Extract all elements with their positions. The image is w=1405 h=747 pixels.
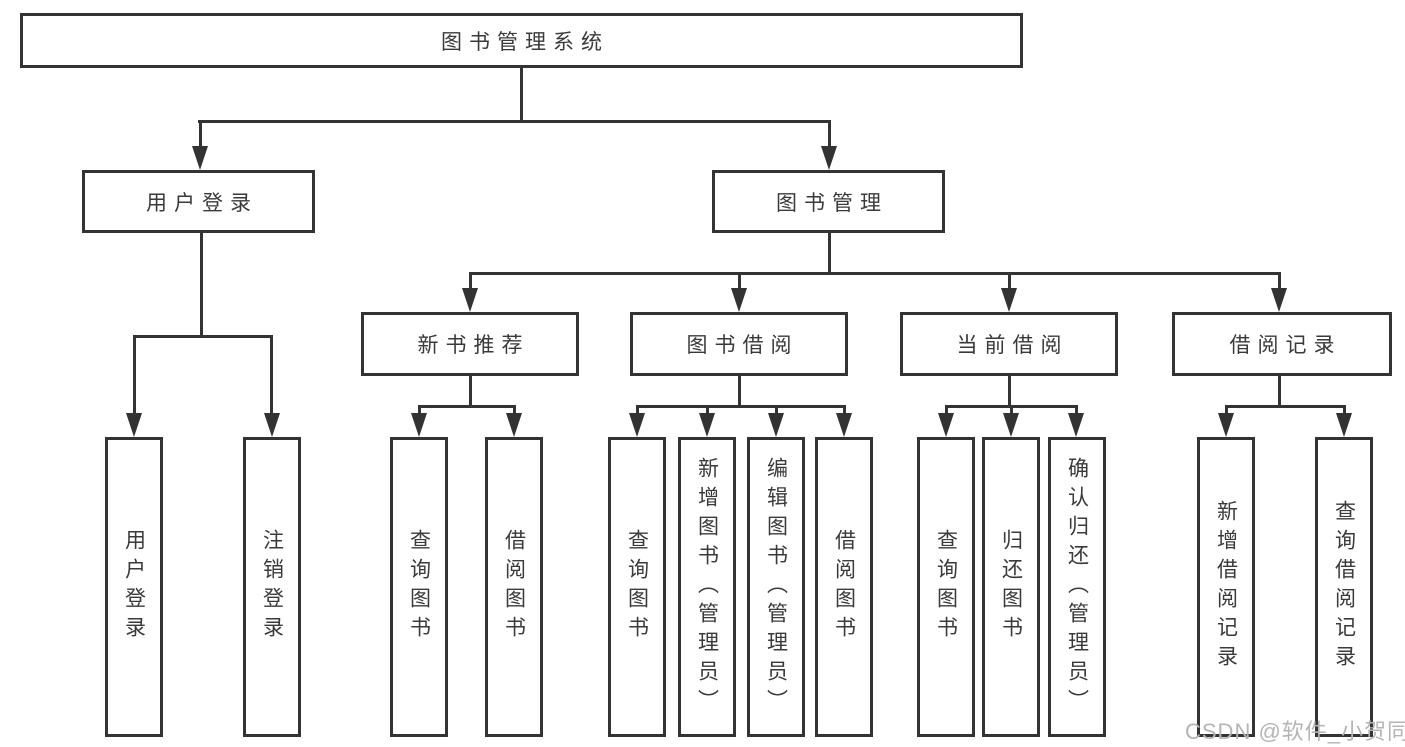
connector-line <box>1225 405 1228 417</box>
connector-line <box>133 335 136 417</box>
leaf-borrow-books-recommend: 借阅图书 <box>485 437 543 737</box>
leaf-label: 确认归还（管理员） <box>1065 456 1089 718</box>
leaf-logout: 注销登录 <box>243 437 301 737</box>
connector-line <box>1008 272 1011 292</box>
node-label: 用户登录 <box>146 191 258 215</box>
leaf-label: 查询图书 <box>625 529 649 645</box>
connector-line <box>636 405 845 408</box>
connector-line <box>945 405 948 417</box>
leaf-add-borrow-record: 新增借阅记录 <box>1197 437 1255 737</box>
connector-line <box>1278 376 1281 408</box>
arrowhead-down <box>821 146 837 170</box>
arrowhead-down <box>938 413 954 437</box>
connector-line <box>843 405 846 417</box>
arrowhead-down <box>836 413 852 437</box>
node-label: 图书管理系统 <box>441 30 609 54</box>
node-label: 借阅记录 <box>1229 334 1342 357</box>
arrowhead-down <box>699 413 715 437</box>
connector-line <box>636 405 639 417</box>
connector-line <box>738 272 741 292</box>
leaf-confirm-return-admin: 确认归还（管理员） <box>1048 437 1106 737</box>
leaf-add-books-admin: 新增图书（管理员） <box>678 437 736 737</box>
arrowhead-down <box>731 288 747 312</box>
node-new-book-recommendation: 新书推荐 <box>361 312 579 376</box>
connector-line <box>1075 405 1078 417</box>
leaf-user-login: 用户登录 <box>105 437 163 737</box>
leaf-label: 查询图书 <box>407 529 431 645</box>
connector-line <box>469 272 472 292</box>
leaf-label: 用户登录 <box>122 529 146 645</box>
connector-line <box>199 120 202 150</box>
connector-line <box>198 120 831 123</box>
leaf-label: 新增图书（管理员） <box>695 456 719 718</box>
arrowhead-down <box>1218 413 1234 437</box>
node-user-login: 用户登录 <box>82 170 315 233</box>
arrowhead-down <box>192 146 208 170</box>
connector-line <box>1010 405 1013 417</box>
arrowhead-down <box>462 288 478 312</box>
leaf-label: 查询借阅记录 <box>1332 500 1356 674</box>
connector-line <box>418 405 515 408</box>
connector-line <box>828 120 831 150</box>
connector-line <box>469 272 1281 275</box>
connector-line <box>1343 405 1346 417</box>
leaf-label: 借阅图书 <box>832 529 856 645</box>
connector-line <box>270 335 273 417</box>
leaf-query-borrow-record: 查询借阅记录 <box>1315 437 1373 737</box>
arrowhead-down <box>411 413 427 437</box>
arrowhead-down <box>264 413 280 437</box>
arrowhead-down <box>768 413 784 437</box>
connector-line <box>133 335 273 338</box>
connector-line <box>418 405 421 417</box>
connector-line <box>513 405 516 417</box>
node-library-management-system: 图书管理系统 <box>20 13 1023 68</box>
leaf-label: 查询图书 <box>934 529 958 645</box>
node-borrowing-records: 借阅记录 <box>1172 312 1392 376</box>
node-book-management: 图书管理 <box>712 170 945 233</box>
connector-line <box>200 233 203 336</box>
leaf-query-books-recommend: 查询图书 <box>390 437 448 737</box>
leaf-label: 借阅图书 <box>502 529 526 645</box>
leaf-query-books-current: 查询图书 <box>917 437 975 737</box>
connector-line <box>1225 405 1345 408</box>
leaf-return-books: 归还图书 <box>982 437 1040 737</box>
arrowhead-down <box>1068 413 1084 437</box>
node-label: 新书推荐 <box>417 334 530 357</box>
arrowhead-down <box>126 413 142 437</box>
leaf-borrow-books-borrowing: 借阅图书 <box>815 437 873 737</box>
connector-line <box>775 405 778 417</box>
node-label: 当前借阅 <box>956 334 1069 357</box>
arrowhead-down <box>1001 288 1017 312</box>
node-book-borrowing: 图书借阅 <box>630 312 848 376</box>
arrowhead-down <box>1003 413 1019 437</box>
leaf-label: 归还图书 <box>999 529 1023 645</box>
connector-line <box>469 376 472 408</box>
leaf-label: 编辑图书（管理员） <box>764 456 788 718</box>
connector-line <box>738 376 741 408</box>
arrowhead-down <box>1336 413 1352 437</box>
node-label: 图书管理 <box>776 191 888 215</box>
connector-line <box>706 405 709 417</box>
connector-line <box>520 68 523 121</box>
arrowhead-down <box>1271 288 1287 312</box>
leaf-label: 新增借阅记录 <box>1214 500 1238 674</box>
leaf-label: 注销登录 <box>260 529 284 645</box>
connector-line <box>828 233 831 273</box>
csdn-watermark: CSDN @软件_小贺同学 <box>1185 719 1405 744</box>
leaf-query-books-borrowing: 查询图书 <box>608 437 666 737</box>
leaf-edit-books-admin: 编辑图书（管理员） <box>747 437 805 737</box>
arrowhead-down <box>506 413 522 437</box>
arrowhead-down <box>629 413 645 437</box>
connector-line <box>1008 376 1011 408</box>
node-label: 图书借阅 <box>686 334 799 357</box>
connector-line <box>1278 272 1281 292</box>
node-current-borrowing: 当前借阅 <box>900 312 1118 376</box>
